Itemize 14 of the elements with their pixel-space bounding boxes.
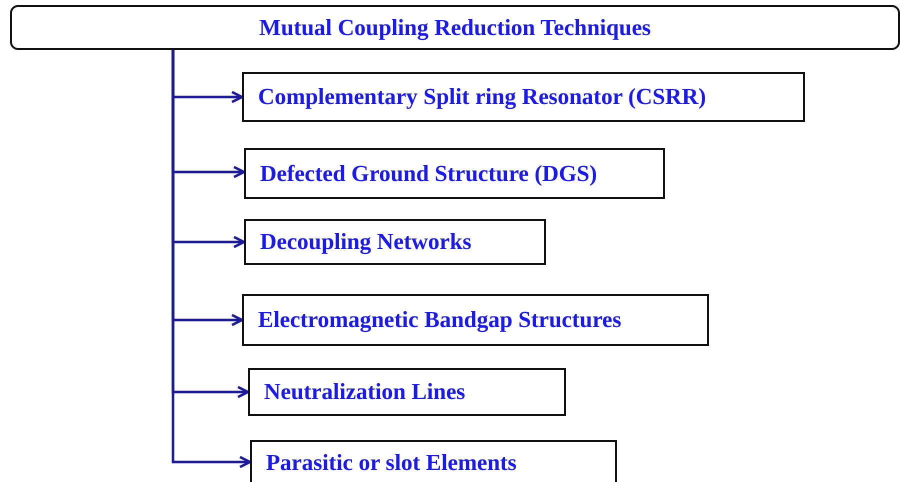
technique-label: Electromagnetic Bandgap Structures: [258, 307, 622, 333]
technique-label: Parasitic or slot Elements: [266, 450, 517, 476]
technique-box: [244, 148, 665, 199]
technique-label: Complementary Split ring Resonator (CSRR): [258, 84, 706, 110]
technique-label: Decoupling Networks: [260, 229, 472, 255]
technique-box: [244, 219, 546, 265]
technique-box: [242, 72, 805, 122]
technique-box: [250, 440, 617, 482]
technique-label: Defected Ground Structure (DGS): [260, 160, 598, 186]
technique-box: [248, 368, 566, 416]
technique-box: [242, 294, 709, 346]
root-box: [10, 5, 900, 50]
root-label: Mutual Coupling Reduction Techniques: [259, 14, 651, 40]
technique-label: Neutralization Lines: [264, 379, 466, 405]
